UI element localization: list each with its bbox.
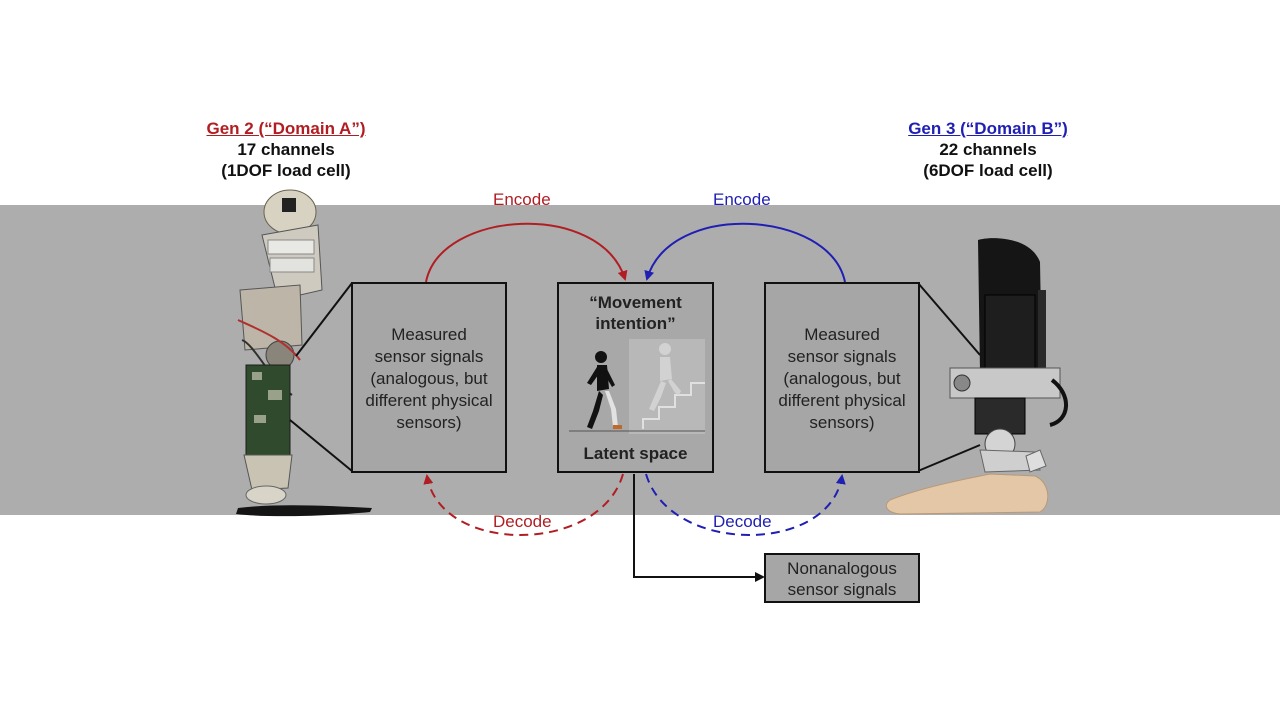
encode-a-arrow bbox=[425, 222, 628, 283]
decode-b-label: Decode bbox=[713, 512, 772, 531]
box-b-line-4: different physical bbox=[778, 391, 906, 410]
nonanalogous-box: Nonanalogous sensor signals bbox=[764, 553, 920, 603]
box-a-line-2: sensor signals bbox=[374, 347, 484, 366]
gen3-prosthesis-image bbox=[885, 238, 1068, 515]
nonanalogous-line-2: sensor signals bbox=[787, 580, 897, 599]
nonanalogous-line-1: Nonanalogous bbox=[787, 559, 897, 578]
connector-a-bottom bbox=[289, 419, 353, 472]
connector-b-top bbox=[917, 282, 981, 356]
encode-b-arrow bbox=[644, 222, 846, 283]
decode-b-arrow bbox=[645, 473, 846, 536]
domain-b-header: Gen 3 (“Domain B”) 22 channels (6DOF loa… bbox=[858, 118, 1118, 181]
domain-a-sensor: (1DOF load cell) bbox=[221, 161, 351, 180]
domain-b-channels: 22 channels bbox=[939, 140, 1037, 159]
box-b-line-3: (analogous, but bbox=[783, 369, 901, 388]
box-a-line-5: sensors) bbox=[396, 413, 462, 432]
connector-b-bottom bbox=[917, 444, 981, 472]
domain-b-sensor: (6DOF load cell) bbox=[923, 161, 1053, 180]
encode-a-label: Encode bbox=[493, 190, 551, 209]
latent-title-line-2: intention” bbox=[595, 314, 676, 333]
box-b-line-1: Measured bbox=[804, 325, 880, 344]
latent-space-box: “Movement intention” Latent space bbox=[557, 282, 714, 473]
latent-title-line-1: “Movement bbox=[589, 293, 682, 312]
decode-a-arrow bbox=[423, 473, 624, 536]
nonanalogous-arrow bbox=[633, 474, 765, 582]
connector-a-top bbox=[295, 282, 353, 357]
box-a-line-3: (analogous, but bbox=[370, 369, 488, 388]
gen2-prosthesis-image bbox=[236, 189, 372, 517]
sensor-signals-box-a: Measured sensor signals (analogous, but … bbox=[351, 282, 507, 473]
box-b-line-2: sensor signals bbox=[787, 347, 897, 366]
box-a-line-4: different physical bbox=[365, 391, 493, 410]
latent-caption: Latent space bbox=[583, 444, 688, 463]
decode-a-label: Decode bbox=[493, 512, 552, 531]
domain-a-channels: 17 channels bbox=[237, 140, 335, 159]
domain-b-title: Gen 3 (“Domain B”) bbox=[908, 119, 1068, 138]
sensor-signals-box-b: Measured sensor signals (analogous, but … bbox=[764, 282, 920, 473]
box-a-line-1: Measured bbox=[391, 325, 467, 344]
box-b-line-5: sensors) bbox=[809, 413, 875, 432]
walking-figures-icon bbox=[569, 339, 705, 434]
encode-b-label: Encode bbox=[713, 190, 771, 209]
domain-a-header: Gen 2 (“Domain A”) 17 channels (1DOF loa… bbox=[156, 118, 416, 181]
domain-a-title: Gen 2 (“Domain A”) bbox=[206, 119, 366, 138]
